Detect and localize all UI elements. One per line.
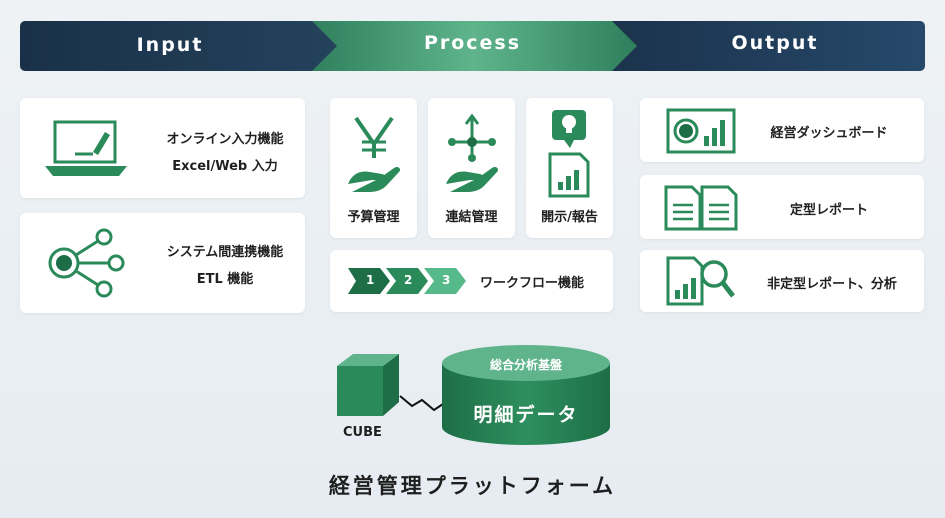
output-card-standard: 定型レポート <box>640 175 924 239</box>
db-top-label: 総合分析基盤 <box>489 358 562 372</box>
process-budget-label: 予算管理 <box>347 210 400 225</box>
connector-line <box>399 395 447 412</box>
arrows-hand-icon <box>446 114 499 192</box>
dashboard-icon <box>666 108 736 154</box>
output-card-adhoc: 非定型レポート、分析 <box>640 250 924 312</box>
yen-hand-icon <box>348 116 401 192</box>
input-stage-bg <box>20 21 337 71</box>
process-workflow-label: ワークフロー機能 <box>480 276 585 291</box>
output-standard-label: 定型レポート <box>789 203 868 218</box>
database-cylinder <box>442 345 610 445</box>
process-card-consolidation: 連結管理 <box>428 98 515 238</box>
process-card-workflow: 1 2 3 ワークフロー機能 <box>330 250 613 312</box>
process-stage-label: Process <box>423 32 522 54</box>
process-stage-bg <box>310 21 637 71</box>
laptop-pen-icon <box>45 120 127 176</box>
input-integration-line1: システム間連携機能 <box>166 245 284 260</box>
workflow-step-1: 1 <box>366 273 375 287</box>
cube-icon <box>337 354 399 416</box>
workflow-step-3: 3 <box>442 273 451 287</box>
output-dashboard-label: 経営ダッシュボード <box>770 126 888 141</box>
stage-banner: Input Process Output <box>20 21 925 71</box>
report-lightbulb-icon <box>548 110 590 198</box>
db-body-label: 明細データ <box>473 404 579 426</box>
platform-title: 経営管理プラットフォーム <box>328 474 617 498</box>
input-online-line2: Excel/Web 入力 <box>172 159 278 174</box>
input-card-integration: システム間連携機能 ETL 機能 <box>20 213 305 313</box>
report-magnifier-icon <box>666 256 735 306</box>
process-disclosure-label: 開示/報告 <box>541 210 598 225</box>
cube-label: CUBE <box>343 425 382 440</box>
output-adhoc-label: 非定型レポート、分析 <box>767 277 897 292</box>
input-online-line1: オンライン入力機能 <box>166 132 284 147</box>
input-integration-line2: ETL 機能 <box>196 272 254 287</box>
documents-icon <box>664 185 738 231</box>
input-card-online: オンライン入力機能 Excel/Web 入力 <box>20 98 305 198</box>
output-stage-label: Output <box>731 32 819 54</box>
workflow-steps-icon <box>348 268 466 294</box>
process-card-disclosure: 開示/報告 <box>526 98 613 238</box>
workflow-step-2: 2 <box>404 273 413 287</box>
output-card-dashboard: 経営ダッシュボード <box>640 98 924 162</box>
process-consolidation-label: 連結管理 <box>445 210 498 225</box>
process-card-budget: 予算管理 <box>330 98 417 238</box>
network-nodes-icon <box>48 228 125 298</box>
output-stage-bg <box>580 21 925 71</box>
input-stage-label: Input <box>136 34 204 56</box>
